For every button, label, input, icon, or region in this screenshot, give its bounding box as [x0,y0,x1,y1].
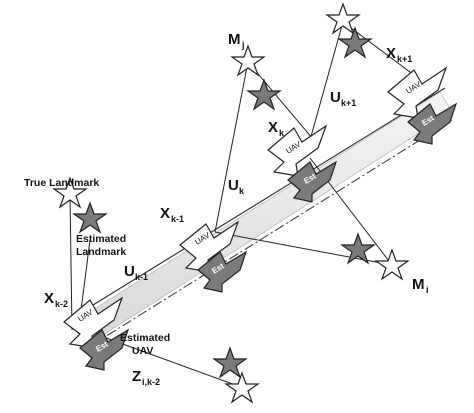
estimated-landmark-stars [72,26,376,379]
landmark-mi-subscript: i [426,285,429,295]
true-landmark-star [52,176,88,209]
estimated-uav-arrow [287,160,338,203]
true-landmark-star [230,44,266,77]
landmark-mj-label: M [228,31,241,48]
true-uav-arrow [63,296,124,349]
true-uav-arrow [179,220,240,273]
pose-xk-1-subscript: k-1 [171,214,184,224]
true-landmark-star [325,2,361,35]
pose-xk-2-label: X [44,290,54,307]
estimated-landmark-star [72,201,108,234]
true-uav-arrow [387,66,448,119]
pose-xk-subscript: k [279,128,285,138]
estimated-uav-label-line2: UAV [132,345,153,357]
control-uk-label: U [228,177,239,194]
true-landmark-stars [52,2,410,404]
landmark-mj-subscript: j [241,40,245,50]
estimated-landmark-star [337,26,373,59]
pose-xk+1-subscript: k+1 [397,54,412,64]
observation-z-subscript: i,k-2 [142,377,160,387]
estimated-path [91,119,453,346]
control-uk-1-subscript: k-1 [135,272,148,282]
estimated-uav-arrow [79,328,130,371]
observation-z-label: Z [132,368,141,385]
uav-pose-k-1 [179,220,248,293]
uav-pose-k [267,124,338,203]
estimated-landmark-label-line2: Landmark [76,246,126,258]
pose-xk-2-subscript: k-2 [55,299,68,309]
true-landmark-star [224,371,260,404]
estimated-uav-arrow [197,250,248,293]
control-uk-subscript: k [239,186,245,196]
control-uk-1-label: U [124,263,135,280]
estimated-uav-arrow [407,102,458,145]
uav-pose-k+1 [387,66,458,145]
pose-xk-1-label: X [160,205,170,222]
uav-pose-k-2 [63,296,130,371]
estimated-landmark-label-line1: Estimated [76,233,126,245]
control-uk+1-label: U [330,89,341,106]
pose-xk+1-label: X [386,45,396,62]
control-uk+1-subscript: k+1 [341,98,356,108]
true-landmark-star [374,248,410,281]
estimated-uav-label-line1: Estimated [120,332,170,344]
estimated-landmark-star [212,346,248,379]
estimated-landmark-star [246,78,282,111]
true-landmark-label: True Landmark [24,177,99,189]
pose-xk-label: X [268,119,278,136]
true-uav-arrow [267,124,328,177]
trajectory-band [79,91,453,343]
landmark-mi-label: M [412,276,425,293]
true-path [71,87,446,319]
estimated-landmark-star [340,232,376,265]
